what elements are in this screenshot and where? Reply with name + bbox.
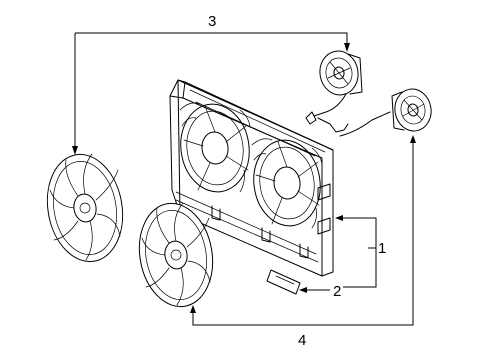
fan-blade-left[interactable] (39, 148, 131, 267)
fan-motor-right[interactable] (391, 86, 435, 134)
callout-1-leader (335, 215, 377, 288)
callout-3-leader (72, 32, 350, 155)
callout-4-label: 4 (298, 332, 306, 349)
callout-1-label: 1 (378, 240, 386, 257)
fan-blade-right[interactable] (132, 198, 221, 313)
callout-3-label: 3 (208, 13, 216, 30)
fan-motor-upper[interactable] (305, 48, 391, 137)
callout-4-leader (190, 135, 416, 326)
connector-bracket[interactable] (266, 269, 301, 295)
callout-2-leader (299, 287, 330, 293)
callout-2-label: 2 (333, 283, 341, 300)
fan-shroud[interactable] (169, 79, 334, 277)
